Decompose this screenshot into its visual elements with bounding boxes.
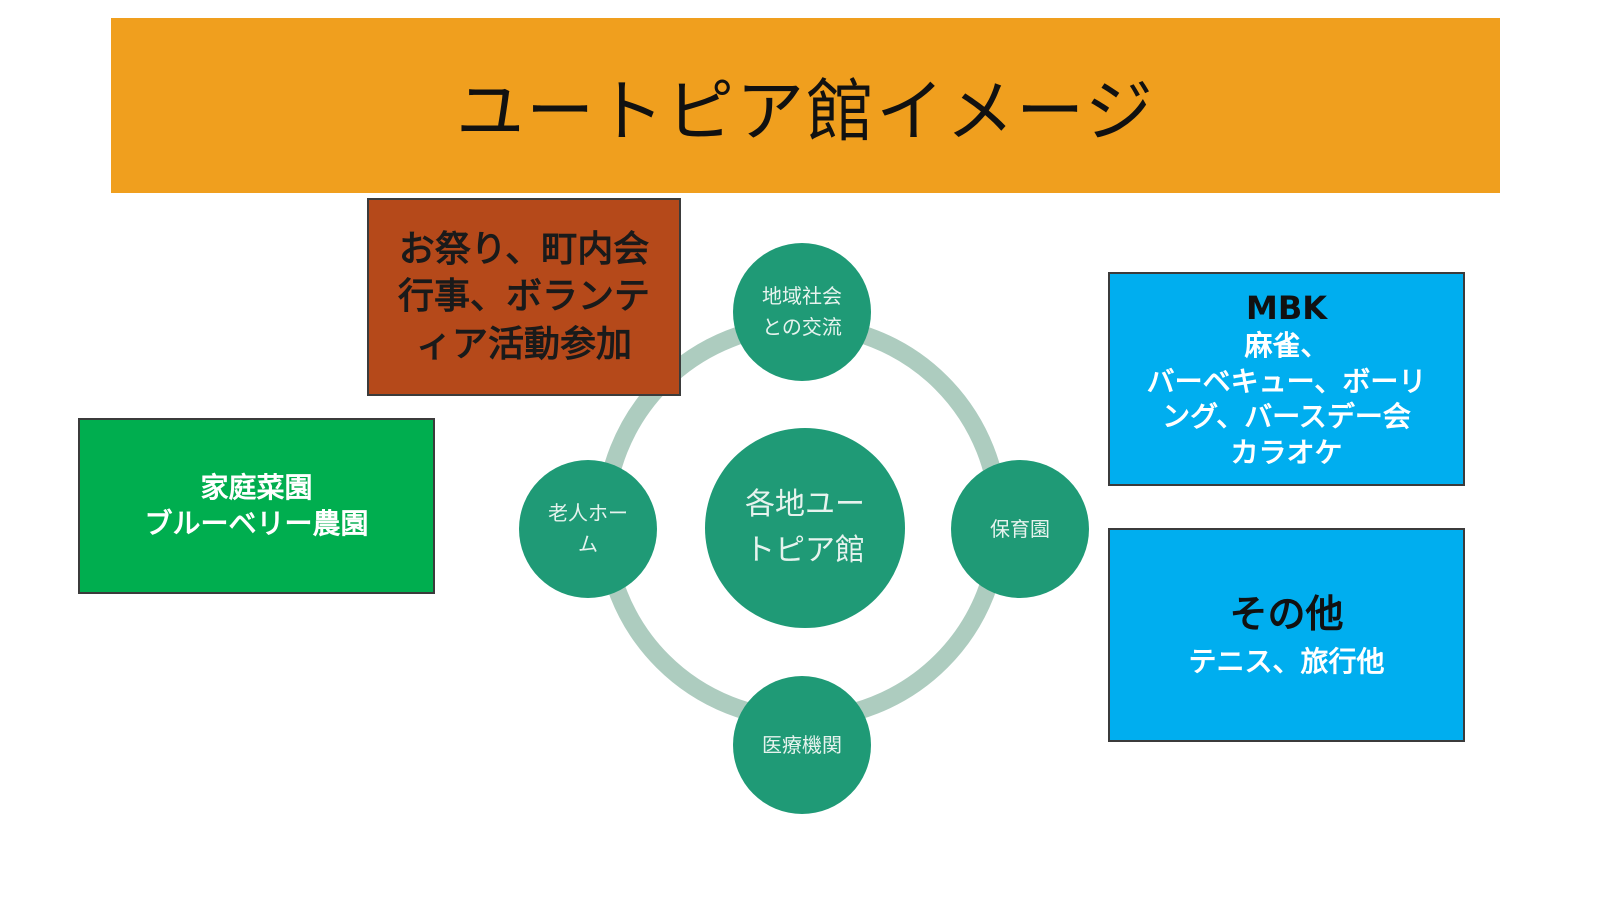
mbk-line-1: 麻雀、 — [1244, 329, 1329, 363]
mbk-box: MBK 麻雀、 バーベキュー、ボーリ ング、バースデー会 カラオケ — [1108, 272, 1465, 486]
other-box: その他 テニス、旅行他 — [1108, 528, 1465, 742]
cycle-center-node: 各地ユー トピア館 — [705, 428, 905, 628]
page-title: ユートピア館イメージ — [456, 73, 1155, 152]
cycle-node-nursery: 保育園 — [951, 460, 1089, 598]
mbk-line-4: カラオケ — [1230, 435, 1343, 469]
title-banner: ユートピア館イメージ — [111, 18, 1500, 193]
node-community-line-2: との交流 — [762, 315, 842, 339]
node-nursery-line-1: 保育園 — [990, 516, 1050, 541]
cycle-node-community: 地域社会 との交流 — [733, 243, 871, 381]
mbk-line-3: ング、バースデー会 — [1162, 400, 1411, 434]
node-elderly-line-2: ム — [578, 532, 598, 556]
community-activities-box: お祭り、町内会 行事、ボランテ ィア活動参加 — [367, 198, 681, 396]
center-line-1: 各地ユー — [745, 486, 865, 522]
community-line-3: ィア活動参加 — [415, 323, 632, 365]
mbk-line-2: バーベキュー、ボーリ — [1146, 364, 1427, 398]
node-community-line-1: 地域社会 — [762, 284, 842, 308]
community-line-1: お祭り、町内会 — [398, 228, 650, 270]
mbk-heading: MBK — [1245, 288, 1328, 327]
cycle-node-elderly-home: 老人ホー ム — [519, 460, 657, 598]
garden-line-1: 家庭菜園 — [200, 470, 313, 504]
garden-box: 家庭菜園 ブルーベリー農園 — [78, 418, 435, 594]
cycle-node-medical: 医療機関 — [733, 676, 871, 814]
center-line-2: トピア館 — [745, 533, 865, 568]
node-elderly-line-1: 老人ホー — [548, 501, 628, 525]
other-heading: その他 — [1229, 592, 1344, 637]
community-line-2: 行事、ボランテ — [397, 276, 650, 318]
other-line-1: テニス、旅行他 — [1188, 644, 1385, 678]
garden-line-2: ブルーベリー農園 — [144, 507, 369, 540]
node-medical-line-1: 医療機関 — [762, 732, 842, 757]
